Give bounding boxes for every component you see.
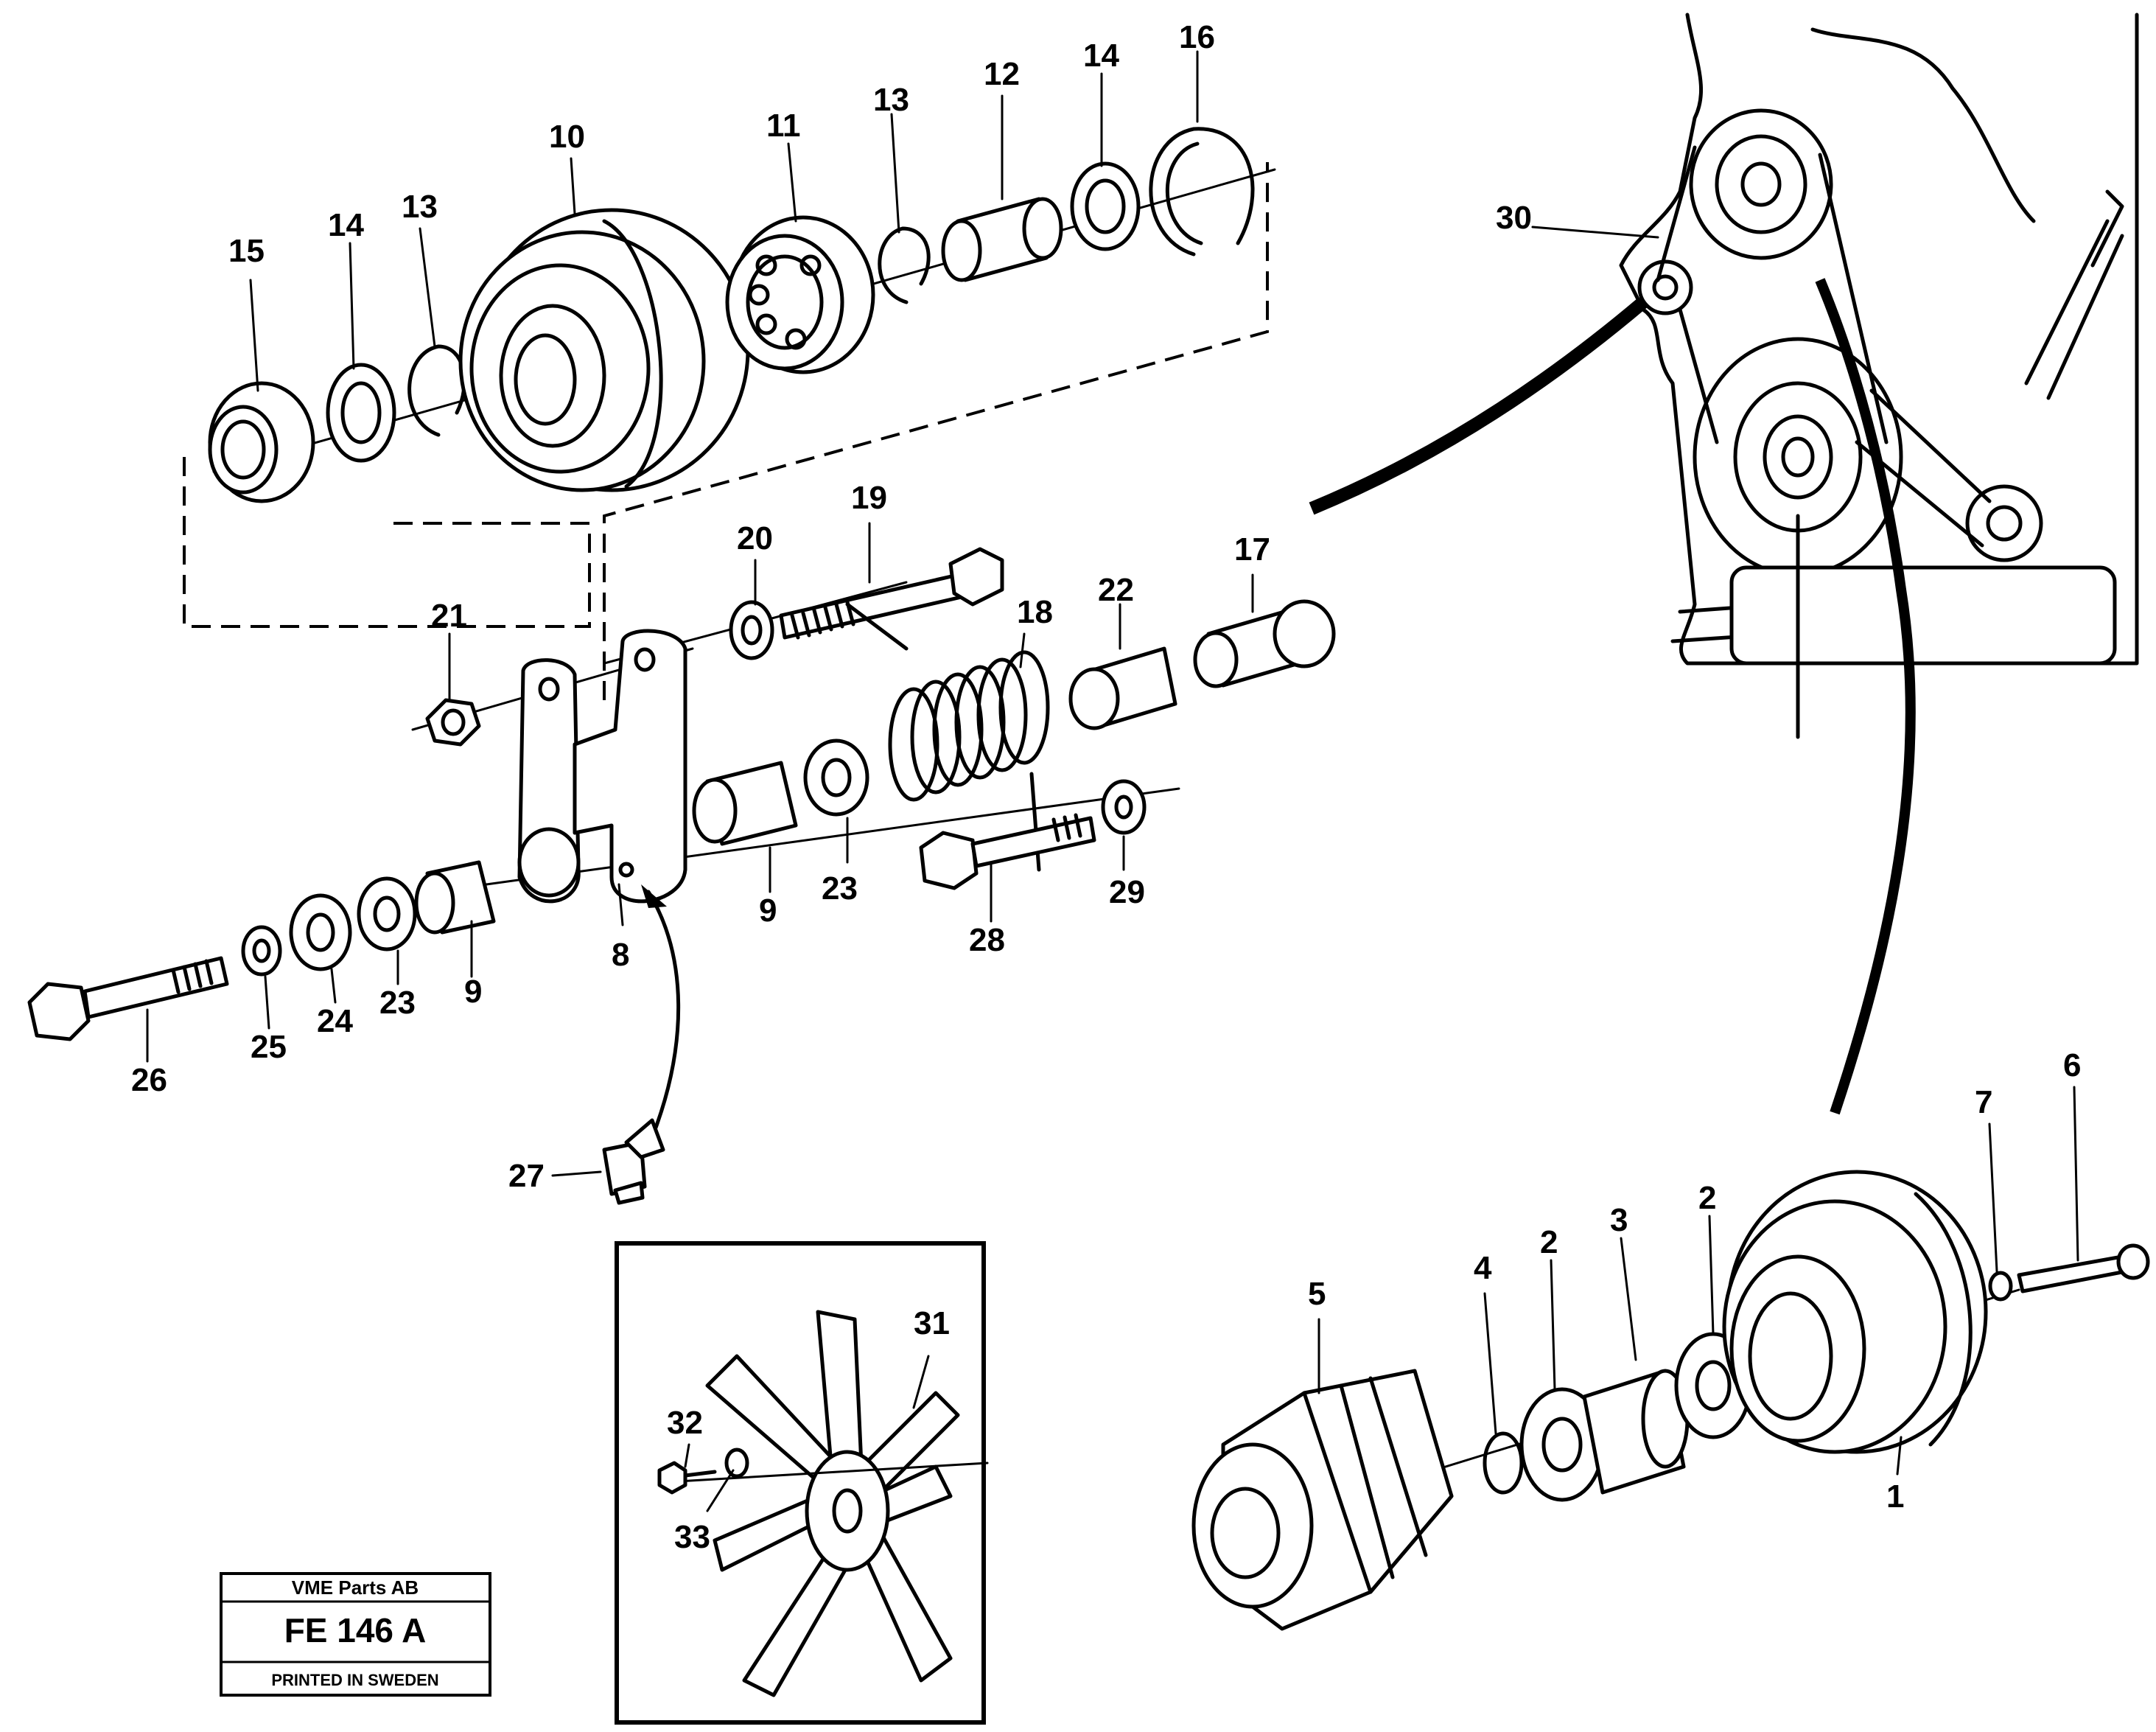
bushing-part-22	[1068, 646, 1177, 730]
fan-inset-box	[615, 1241, 989, 1725]
callout-4: 4	[1474, 1250, 1492, 1286]
washer-part-14a	[326, 363, 396, 463]
callout-22: 22	[1098, 572, 1134, 608]
callout-12: 12	[984, 56, 1020, 92]
stamp-printed: PRINTED IN SWEDEN	[271, 1671, 438, 1689]
callout-25: 25	[251, 1029, 287, 1065]
sleeve-part-12	[941, 197, 1063, 282]
hub-assembly	[1191, 1170, 2150, 1631]
bushing-part-17	[1193, 599, 1336, 688]
nut-part-21	[425, 698, 481, 747]
grease-nipple-part-27	[602, 1118, 665, 1205]
idler-pulley-assembly	[183, 127, 1276, 700]
callout-13a: 13	[402, 189, 438, 225]
callout-23a: 23	[379, 985, 416, 1021]
callout-31: 31	[914, 1305, 950, 1341]
washer-part-29	[1101, 779, 1147, 835]
callout-6: 6	[2063, 1047, 2081, 1083]
spring-part-18	[845, 602, 1050, 872]
callout-20: 20	[737, 520, 773, 556]
callout-17: 17	[1234, 531, 1270, 568]
tensioner-arm-assembly	[27, 547, 1336, 1205]
callout-9a: 9	[759, 893, 777, 929]
housing-part-5	[1191, 1369, 1454, 1631]
callout-26: 26	[131, 1062, 167, 1098]
stamp-code: FE 146 A	[284, 1611, 427, 1649]
callout-24: 24	[317, 1003, 353, 1039]
callout-3: 3	[1610, 1202, 1628, 1238]
callout-7: 7	[1975, 1084, 1992, 1120]
callout-30: 30	[1496, 200, 1532, 236]
callout-28: 28	[969, 922, 1005, 958]
callout-8: 8	[612, 937, 629, 973]
spacer-part-3	[1582, 1369, 1690, 1495]
washer-part-23b	[803, 738, 869, 817]
callout-23b: 23	[822, 870, 858, 907]
bolt-part-26	[27, 956, 229, 1041]
callout-15: 15	[228, 233, 265, 269]
circlip-part-4	[1483, 1431, 1524, 1495]
washer-part-14b	[1070, 161, 1141, 251]
callout-labels: 15 14 13 10 11 13 12 14 16 30 20 19 17 2…	[131, 19, 2081, 1555]
callout-2b: 2	[1698, 1180, 1716, 1216]
leader-lines	[146, 50, 2079, 1512]
bolt-part-6	[2017, 1243, 2150, 1293]
washer-part-24	[289, 893, 352, 971]
callout-13b: 13	[873, 82, 909, 118]
washer-part-7	[1988, 1271, 2013, 1302]
washer-part-33	[724, 1448, 749, 1478]
engine-overview-sketch	[1619, 13, 2139, 739]
bushing-part-9a	[692, 761, 798, 846]
callout-33: 33	[674, 1519, 710, 1555]
bearing-part-11	[725, 215, 875, 374]
stamp-company: VME Parts AB	[292, 1576, 419, 1599]
circlip-part-13a	[407, 344, 466, 437]
callout-14b: 14	[1083, 38, 1119, 74]
callout-18: 18	[1017, 594, 1053, 630]
parts-stamp: VME Parts AB FE 146 A PRINTED IN SWEDEN	[220, 1572, 491, 1697]
callout-14a: 14	[328, 207, 364, 243]
snap-ring-part-16	[1149, 127, 1255, 256]
callout-21: 21	[431, 598, 467, 634]
seal-part-15	[208, 381, 315, 503]
washer-part-20	[729, 600, 774, 660]
callout-9b: 9	[464, 974, 482, 1010]
callout-29: 29	[1109, 874, 1145, 910]
callout-5: 5	[1308, 1276, 1326, 1312]
callout-27: 27	[508, 1158, 545, 1194]
circlip-part-13b	[878, 226, 931, 304]
bushing-part-9b	[414, 860, 496, 935]
callout-19: 19	[851, 480, 887, 516]
callout-16: 16	[1179, 19, 1215, 55]
callout-11: 11	[766, 108, 801, 144]
bolt-part-28	[919, 813, 1096, 890]
tensioner-arm-part-8	[517, 629, 687, 904]
fan-part-31	[705, 1310, 960, 1697]
callout-2a: 2	[1540, 1224, 1558, 1260]
callout-10: 10	[549, 119, 585, 155]
callout-32: 32	[667, 1405, 703, 1441]
bolt-part-19	[779, 547, 1004, 640]
bolt-part-32	[657, 1461, 717, 1495]
washer-part-25	[241, 925, 282, 977]
hub-pulley-part-1	[1722, 1170, 1988, 1454]
callout-1: 1	[1886, 1478, 1904, 1515]
washer-part-23a	[357, 876, 417, 951]
pulley-part-10	[458, 208, 750, 492]
